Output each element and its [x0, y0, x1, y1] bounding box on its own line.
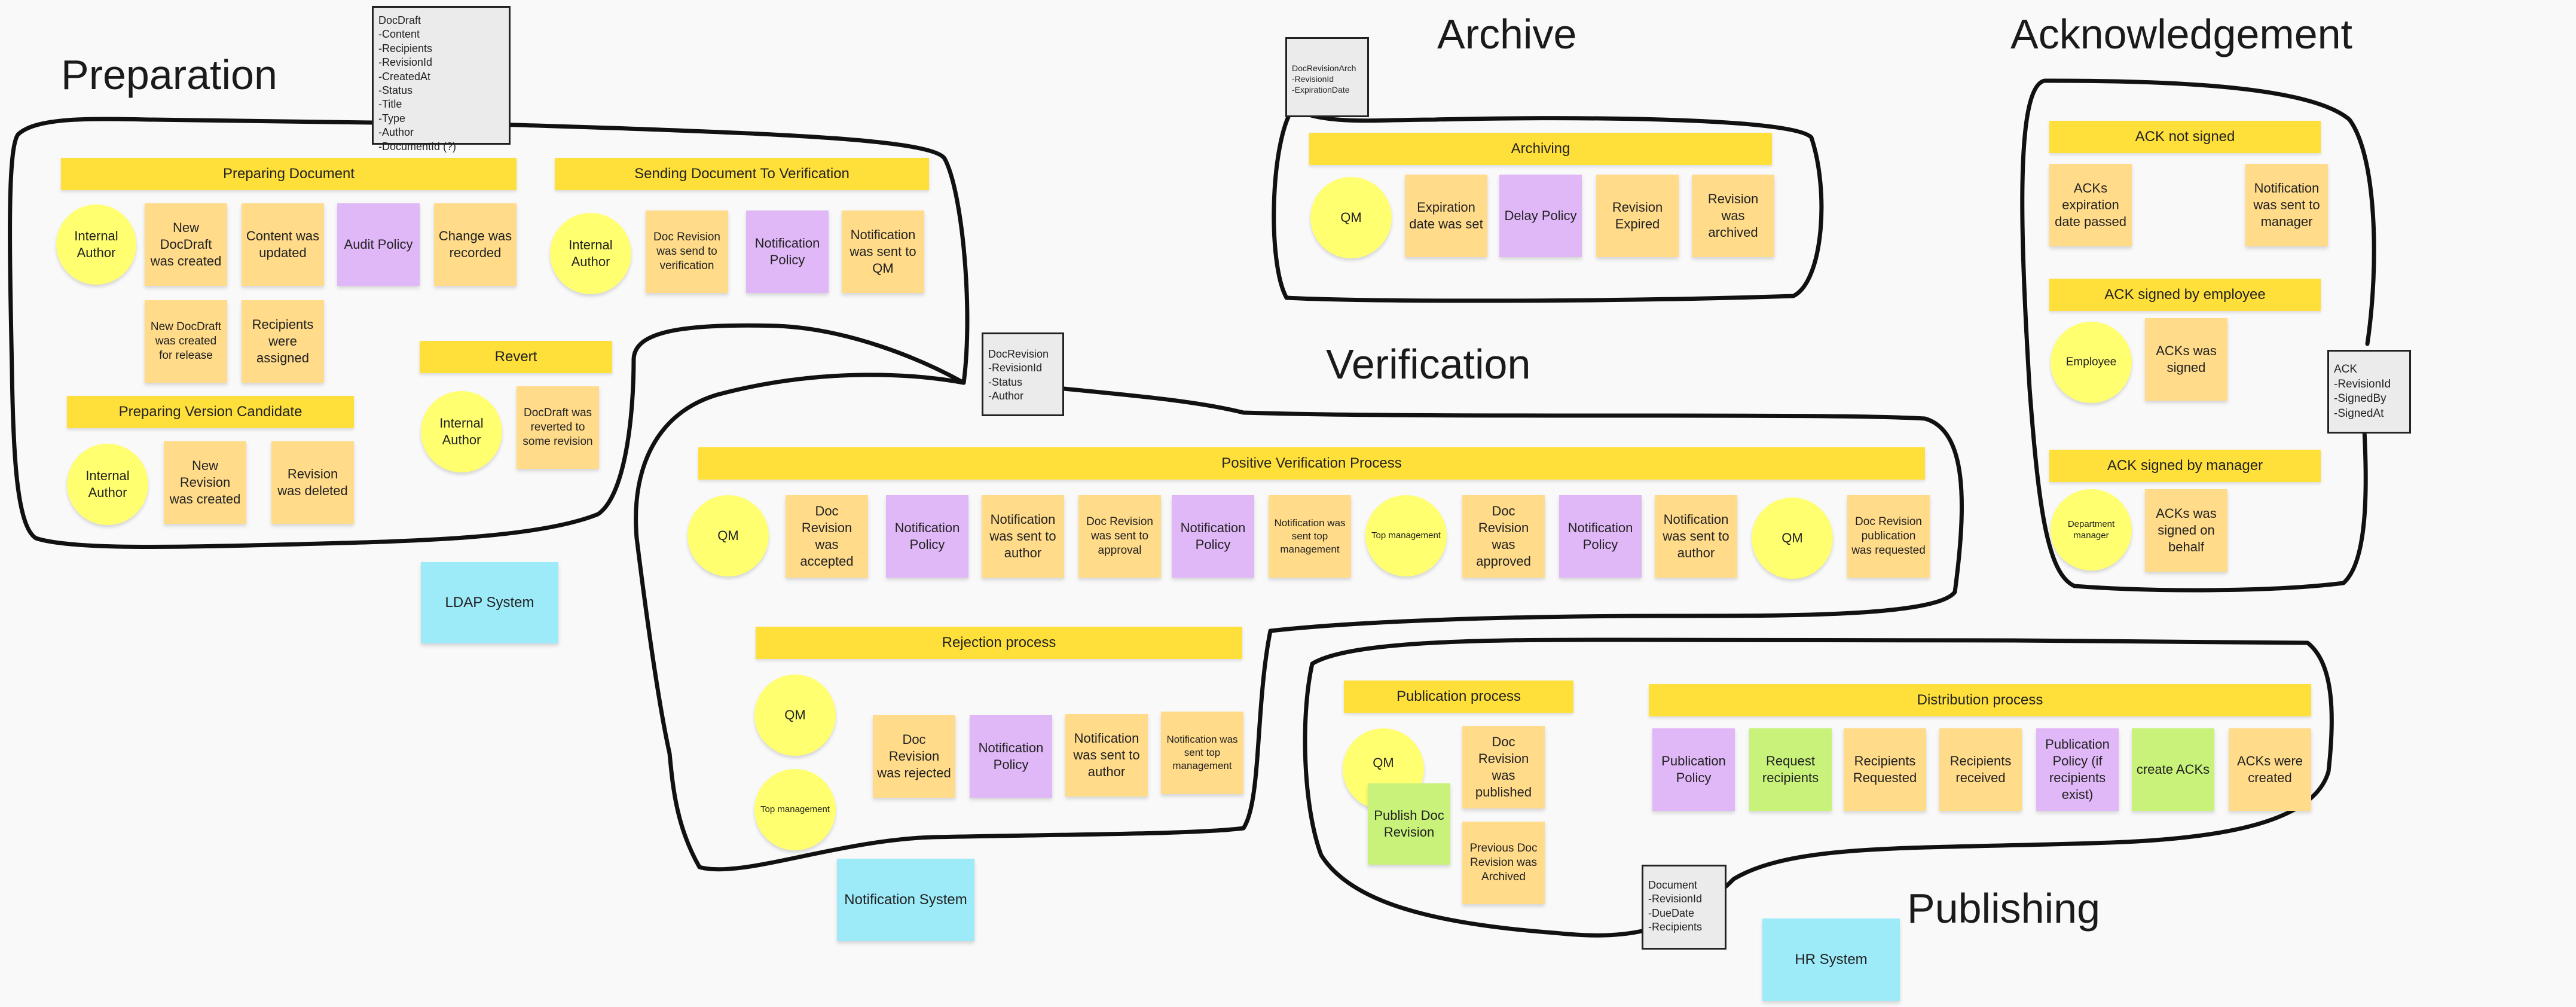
actor-qm: QM — [687, 495, 769, 576]
actor-internal-author: Internal Author — [421, 391, 502, 472]
actor-qm: QM — [1310, 177, 1392, 258]
title-archive: Archive — [1437, 11, 1577, 57]
entity-document: Document -RevisionId -DueDate -Recipient… — [1642, 865, 1726, 950]
event-doc-revision-published: Doc Revision was published — [1462, 726, 1545, 808]
policy-notification: Notification Policy — [746, 210, 829, 293]
policy-notification: Notification Policy — [1559, 495, 1642, 578]
actor-internal-author: Internal Author — [550, 213, 631, 294]
banner-ack-not-signed: ACK not signed — [2049, 121, 2321, 153]
command-create-acks: create ACKs — [2132, 728, 2214, 811]
policy-publication-if-recipients-exist: Publication Policy (if recipients exist) — [2036, 728, 2119, 811]
event-new-revision-created: New Revision was created — [164, 441, 246, 524]
external-system-hr: HR System — [1762, 918, 1900, 1001]
event-acks-expiration-date-passed: ACKs expiration date passed — [2049, 164, 2132, 246]
policy-notification: Notification Policy — [970, 715, 1052, 798]
actor-top-management: Top management — [754, 769, 836, 850]
policy-delay: Delay Policy — [1499, 175, 1582, 257]
title-preparation: Preparation — [61, 51, 277, 98]
event-recipients-requested: Recipients Requested — [1844, 728, 1926, 811]
event-doc-revision-rejected: Doc Revision was rejected — [873, 715, 955, 798]
event-change-recorded: Change was recorded — [434, 203, 517, 286]
event-acks-signed: ACKs was signed — [2145, 318, 2227, 401]
policy-notification: Notification Policy — [1172, 495, 1254, 578]
actor-internal-author: Internal Author — [67, 444, 148, 525]
banner-publication-process: Publication process — [1344, 681, 1573, 713]
event-expiration-date-set: Expiration date was set — [1405, 175, 1487, 257]
banner-distribution-process: Distribution process — [1649, 684, 2311, 716]
banner-archiving: Archiving — [1309, 133, 1772, 165]
title-acknowledgement: Acknowledgement — [2010, 11, 2352, 57]
event-doc-revision-sent-to-verification: Doc Revision was send to verification — [646, 210, 728, 293]
event-revision-archived: Revision was archived — [1692, 175, 1774, 257]
command-request-recipients: Request recipients — [1749, 728, 1832, 811]
actor-internal-author: Internal Author — [56, 205, 136, 285]
event-doc-revision-accepted: Doc Revision was accepted — [786, 495, 868, 578]
banner-revert: Revert — [420, 341, 612, 373]
event-notification-sent-to-qm: Notification was sent to QM — [842, 210, 924, 293]
entity-docrevisionarch: DocRevisionArch -RevisionId -ExpirationD… — [1285, 37, 1369, 117]
external-system-notification: Notification System — [837, 859, 974, 941]
command-publish-doc-revision: Publish Doc Revision — [1368, 783, 1450, 865]
event-notification-sent-to-author: Notification was sent to author — [1065, 714, 1148, 797]
event-doc-revision-approved: Doc Revision was approved — [1462, 495, 1545, 578]
actor-top-management: Top management — [1365, 495, 1447, 576]
actor-qm: QM — [754, 675, 836, 756]
event-revision-expired: Revision Expired — [1596, 175, 1679, 257]
event-doc-revision-sent-to-approval: Doc Revision was sent to approval — [1078, 495, 1161, 578]
banner-preparing-document: Preparing Document — [61, 158, 517, 190]
entity-ack: ACK -RevisionId -SignedBy -SignedAt — [2327, 350, 2411, 434]
event-notification-sent-to-author: Notification was sent to author — [1655, 495, 1737, 578]
actor-qm: QM — [1752, 498, 1833, 579]
policy-audit: Audit Policy — [337, 203, 420, 286]
banner-positive-verification-process: Positive Verification Process — [698, 447, 1925, 480]
actor-employee: Employee — [2051, 322, 2132, 403]
entity-docrevision: DocRevision -RevisionId -Status -Author — [982, 332, 1064, 416]
event-new-docdraft-created: New DocDraft was created — [145, 203, 227, 286]
event-notification-sent-top-management: Notification was sent top management — [1269, 495, 1351, 578]
title-publishing: Publishing — [1907, 885, 2100, 932]
event-notification-sent-top-management: Notification was sent top management — [1161, 712, 1243, 794]
banner-rejection-process: Rejection process — [756, 627, 1242, 659]
title-verification: Verification — [1326, 341, 1531, 387]
external-system-ldap: LDAP System — [421, 562, 558, 643]
event-doc-revision-publication-requested: Doc Revision publication was requested — [1847, 495, 1930, 578]
event-recipients-received: Recipients received — [1939, 728, 2022, 811]
banner-preparing-version-candidate: Preparing Version Candidate — [67, 396, 354, 428]
actor-department-manager: Department manager — [2051, 489, 2132, 570]
event-notification-sent-to-manager: Notification was sent to manager — [2245, 164, 2328, 246]
event-notification-sent-to-author: Notification was sent to author — [982, 495, 1064, 578]
banner-ack-signed-by-manager: ACK signed by manager — [2049, 450, 2321, 482]
event-acks-signed-on-behalf: ACKs was signed on behalf — [2145, 489, 2227, 572]
entity-docdraft: DocDraft -Content -Recipients -RevisionI… — [372, 6, 511, 152]
policy-notification: Notification Policy — [886, 495, 968, 578]
policy-publication: Publication Policy — [1652, 728, 1735, 811]
banner-sending-document-to-verification: Sending Document To Verification — [555, 158, 929, 190]
event-docdraft-reverted: DocDraft was reverted to some revision — [517, 386, 599, 469]
event-new-docdraft-created-for-release: New DocDraft was created for release — [145, 300, 227, 383]
event-content-updated: Content was updated — [242, 203, 324, 286]
event-acks-created: ACKs were created — [2229, 728, 2311, 811]
event-revision-deleted: Revision was deleted — [271, 441, 354, 524]
event-recipients-assigned: Recipients were assigned — [242, 300, 324, 383]
banner-ack-signed-by-employee: ACK signed by employee — [2049, 279, 2321, 311]
event-previous-doc-revision-archived: Previous Doc Revision was Archived — [1462, 822, 1545, 904]
